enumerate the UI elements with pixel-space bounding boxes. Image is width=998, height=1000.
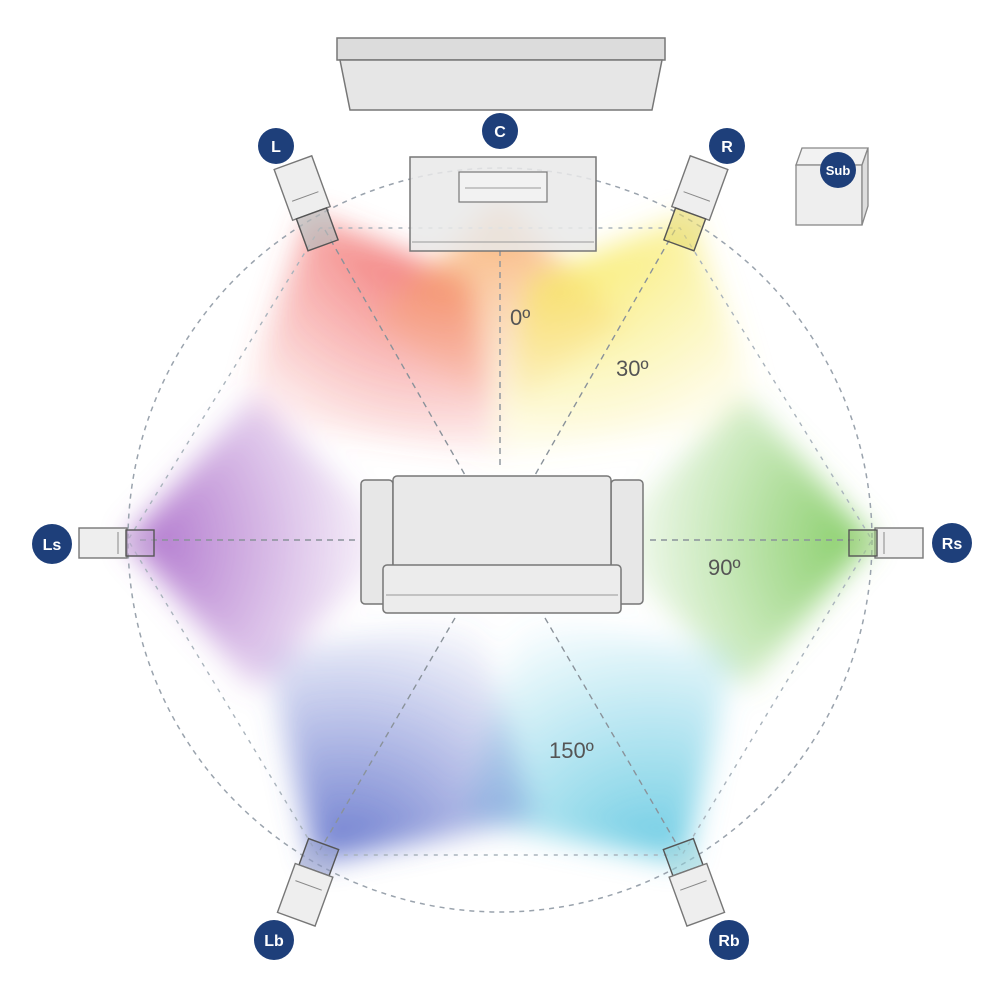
guide-line-left-back — [319, 617, 456, 851]
center-speaker — [409, 156, 597, 252]
sofa — [360, 475, 644, 614]
badge-right-back-circle — [709, 920, 749, 960]
badge-left-back: Lb — [254, 920, 294, 960]
guide-line-right-back — [544, 617, 681, 851]
right-speaker — [663, 154, 729, 252]
badge-left-surround-circle — [32, 524, 72, 564]
badge-center-label: C — [494, 124, 506, 141]
sound-field-right — [495, 215, 765, 455]
badge-center-circle — [482, 113, 518, 149]
right-back-speaker — [662, 837, 726, 927]
badge-subwoofer-circle — [820, 152, 856, 188]
guide-line-right — [534, 229, 676, 476]
badge-left-surround: Ls — [32, 524, 72, 564]
sound-field-right-surround — [600, 395, 872, 690]
sound-field-group — [128, 200, 872, 862]
badge-right: R — [709, 128, 745, 164]
sound-field-left-back — [265, 620, 535, 862]
badge-left-back-circle — [254, 920, 294, 960]
badge-left-label: L — [271, 139, 281, 156]
angle-label-front: 0º — [510, 305, 530, 330]
badge-left-surround-label: Ls — [43, 537, 62, 554]
badge-subwoofer: Sub — [820, 152, 856, 188]
sound-field-right-back — [465, 620, 735, 862]
angle-label-front-side: 30º — [616, 356, 649, 381]
badge-right-circle — [709, 128, 745, 164]
angle-label-side: 90º — [708, 555, 741, 580]
tv-screen — [336, 37, 666, 111]
left-surround-speaker — [78, 527, 155, 559]
right-surround-speaker — [848, 527, 924, 559]
badge-right-label: R — [721, 139, 733, 156]
badge-center: C — [482, 113, 518, 149]
badge-left-circle — [258, 128, 294, 164]
badge-left: L — [258, 128, 294, 164]
left-back-speaker — [276, 837, 340, 927]
angle-label-back: 150º — [549, 738, 594, 763]
badge-right-surround-circle — [932, 523, 972, 563]
badge-right-surround-label: Rs — [942, 536, 963, 553]
badge-left-back-label: Lb — [264, 933, 284, 950]
badge-right-back: Rb — [709, 920, 749, 960]
sound-field-left-surround — [128, 395, 400, 690]
badge-right-surround: Rs — [932, 523, 972, 563]
badge-subwoofer-label: Sub — [826, 163, 851, 178]
badge-right-back-label: Rb — [718, 933, 740, 950]
left-speaker — [273, 154, 339, 252]
guide-line-left — [324, 229, 466, 476]
